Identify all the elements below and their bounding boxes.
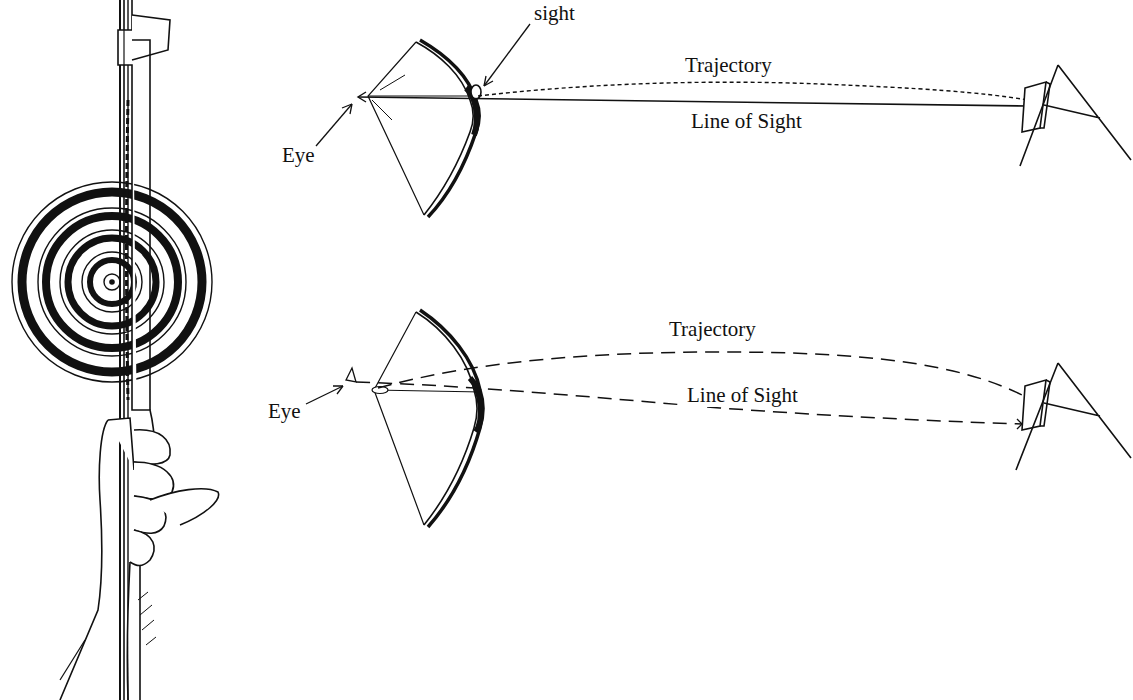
sight-arrowhead	[484, 76, 493, 86]
part-label: Eye	[282, 144, 315, 167]
bow-with-sight	[368, 40, 481, 217]
part-label: Eye	[268, 400, 301, 423]
target-stand	[1020, 65, 1131, 166]
target-stand	[1016, 363, 1131, 470]
hand	[60, 418, 219, 700]
bow-without-sight	[372, 310, 483, 527]
curve-label: Line of Sight	[684, 384, 801, 407]
eye-arrowhead	[342, 104, 352, 114]
eye-triangle	[346, 368, 356, 382]
curve-label: Line of Sight	[688, 110, 805, 133]
target-face	[12, 182, 212, 382]
line-of-sight	[358, 97, 1028, 106]
curve-label: Trajectory	[666, 318, 759, 341]
eye-leader	[306, 386, 343, 404]
trajectory	[478, 82, 1028, 100]
eye-leader	[316, 104, 352, 146]
sight-leader	[484, 24, 530, 86]
curve-label: Trajectory	[682, 54, 775, 77]
part-label: sight	[534, 2, 575, 25]
eye-arrowhead	[333, 386, 343, 394]
bow-riser-front	[118, 0, 170, 700]
line-of-sight	[356, 382, 1022, 424]
eye-mark	[358, 92, 366, 102]
